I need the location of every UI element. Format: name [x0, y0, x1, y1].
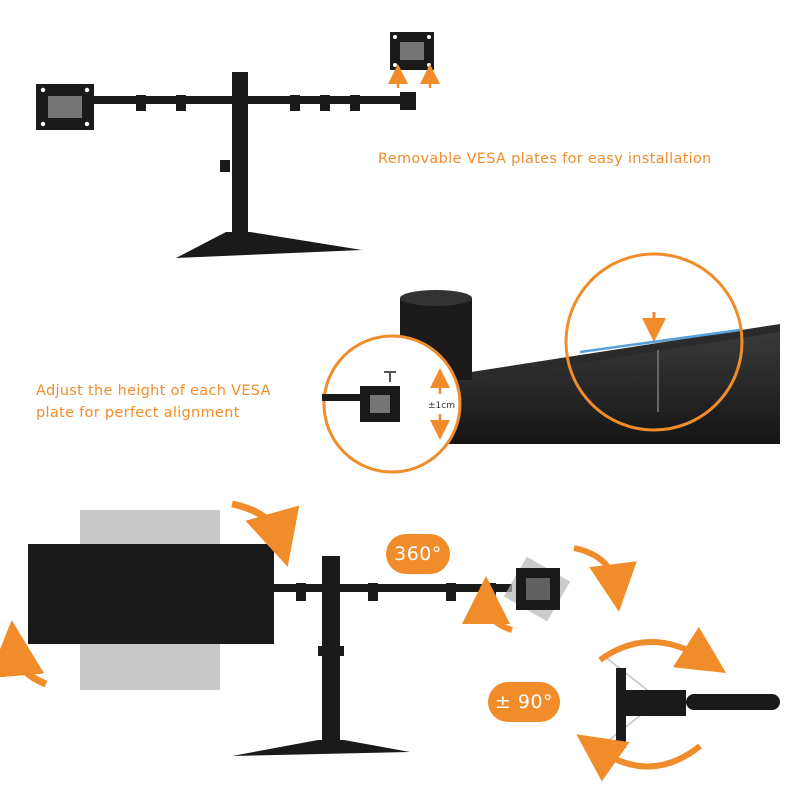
stand-pole	[232, 72, 248, 240]
vesa-plate-left	[36, 84, 94, 130]
rotating-vesa-plate	[503, 556, 571, 622]
caption-height-line2: plate for perfect alignment	[36, 405, 240, 421]
monitor-pair	[420, 330, 780, 444]
tilt-detail	[576, 626, 780, 782]
badge-tilt: ± 90°	[488, 682, 560, 722]
caption-height-line1: Adjust the height of each VESA	[36, 383, 271, 399]
caption-vesa-plates: Removable VESA plates for easy installat…	[378, 151, 712, 167]
badge-360: 360°	[386, 534, 450, 574]
seam-magnifier	[564, 252, 744, 432]
dual-stand-removable-plates	[36, 32, 440, 258]
stand-base-2	[232, 740, 410, 756]
vesa-plate-removed	[390, 32, 434, 70]
arms	[90, 96, 416, 104]
height-adjustment-scene	[322, 252, 780, 474]
tolerance-label: ±1cm	[428, 401, 455, 411]
arms-2	[272, 584, 512, 592]
stand-base	[176, 232, 362, 258]
rotation-scene	[0, 500, 780, 782]
monitor-landscape	[28, 544, 274, 644]
